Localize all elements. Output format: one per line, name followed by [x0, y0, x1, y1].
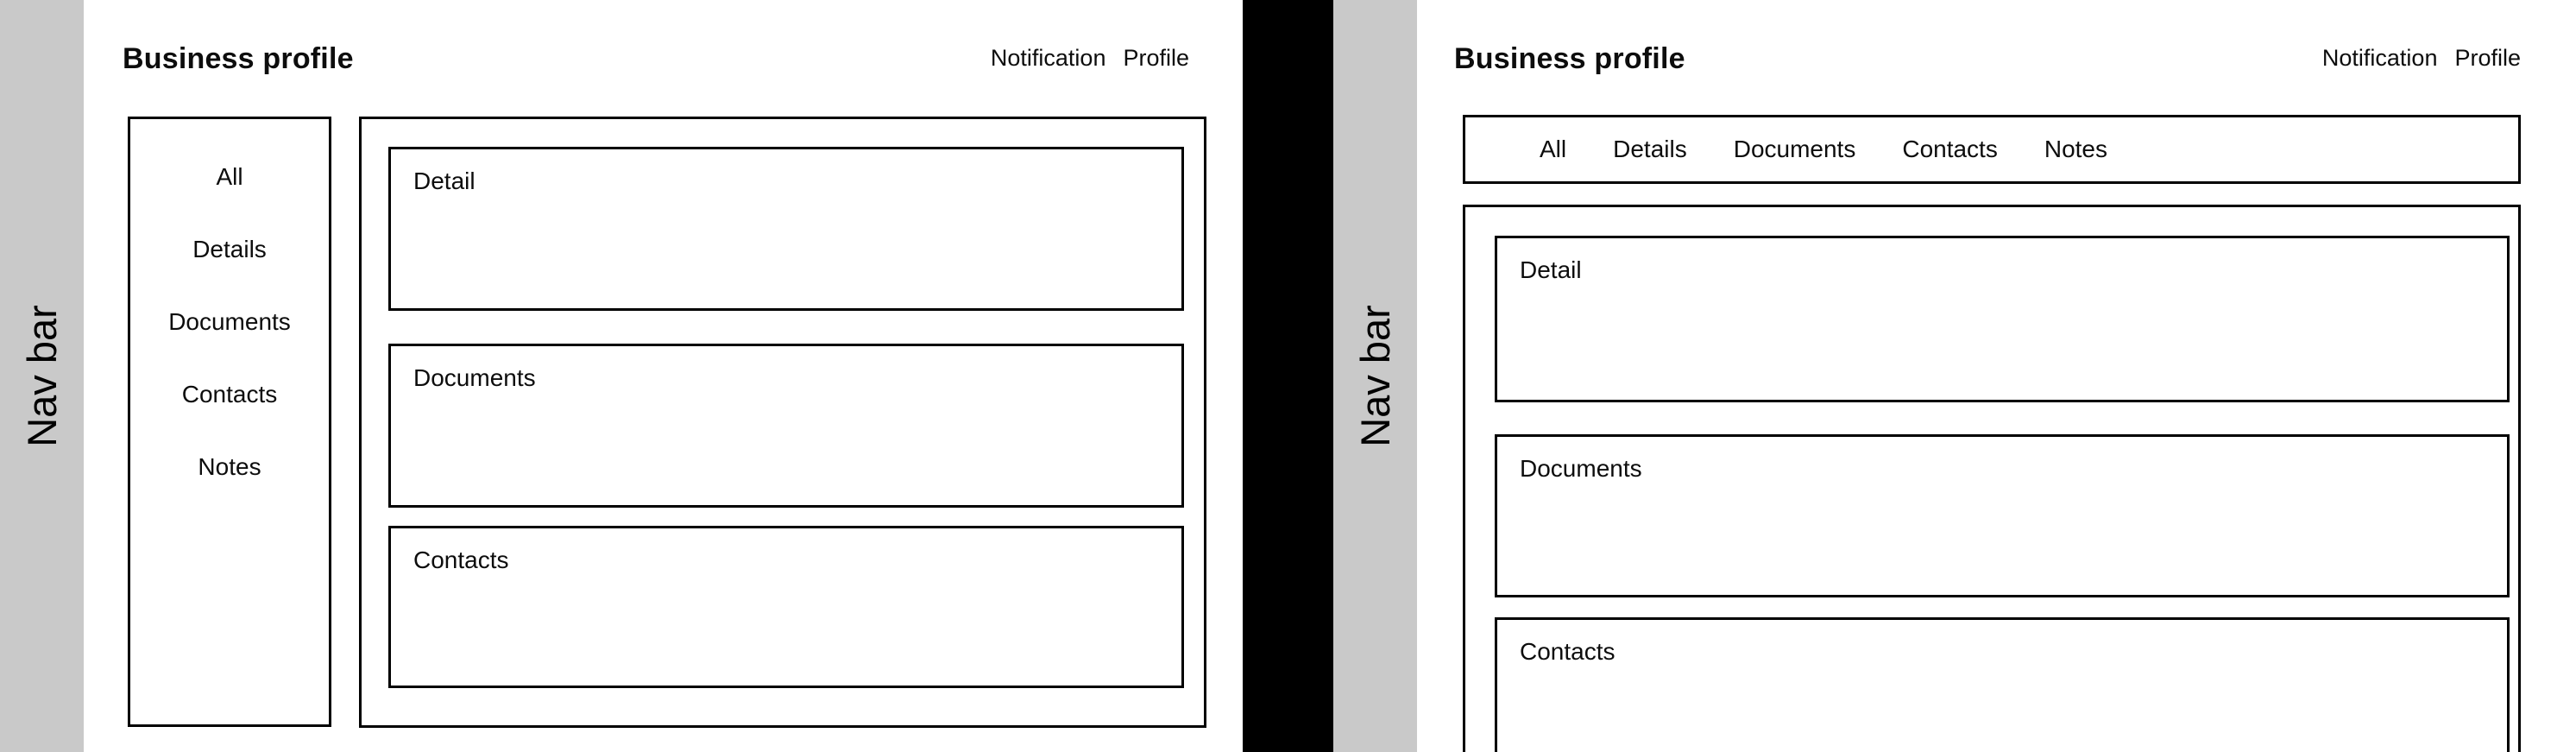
- documents-section: Documents: [1495, 434, 2510, 597]
- detail-section-label: Detail: [1520, 256, 1582, 283]
- documents-section-label: Documents: [1520, 455, 1642, 482]
- nav-bar-label: Nav bar: [19, 305, 66, 447]
- documents-section: Documents: [388, 344, 1184, 508]
- notification-link[interactable]: Notification: [990, 45, 1106, 71]
- contacts-section: Contacts: [1495, 617, 2510, 752]
- content-area: Detail Documents Contacts: [1463, 205, 2521, 752]
- page-title: Business profile: [123, 42, 354, 75]
- sidebar-item-contacts[interactable]: Contacts: [181, 381, 278, 408]
- header-links: Notification Profile: [2322, 46, 2521, 70]
- content-area: Detail Documents Contacts: [359, 117, 1206, 728]
- tab-details[interactable]: Details: [1613, 136, 1687, 162]
- contacts-section-label: Contacts: [1520, 638, 1616, 665]
- profile-link[interactable]: Profile: [1123, 45, 1189, 71]
- tab-notes[interactable]: Notes: [2044, 136, 2107, 162]
- tab-contacts[interactable]: Contacts: [1902, 136, 1998, 162]
- detail-section: Detail: [1495, 236, 2510, 402]
- sidebar-item-details[interactable]: Details: [192, 236, 267, 262]
- sidebar-item-documents[interactable]: Documents: [168, 308, 291, 335]
- tab-documents[interactable]: Documents: [1733, 136, 1856, 162]
- header-links: Notification Profile: [991, 46, 1189, 70]
- detail-section-label: Detail: [413, 167, 476, 194]
- contacts-section: Contacts: [388, 526, 1184, 688]
- detail-section: Detail: [388, 147, 1184, 311]
- page-title: Business profile: [1454, 42, 1685, 75]
- panel-divider: [1243, 0, 1333, 752]
- contacts-section-label: Contacts: [413, 547, 509, 573]
- nav-bar-strip: Nav bar: [1333, 0, 1417, 752]
- notification-link[interactable]: Notification: [2321, 45, 2438, 71]
- profile-link[interactable]: Profile: [2454, 45, 2521, 71]
- nav-bar-label: Nav bar: [1352, 305, 1399, 447]
- sidebar-item-all[interactable]: All: [216, 163, 243, 190]
- documents-section-label: Documents: [413, 364, 536, 391]
- sidebar-menu: All Details Documents Contacts Notes: [128, 117, 331, 727]
- tab-bar: All Details Documents Contacts Notes: [1463, 115, 2521, 184]
- tab-all[interactable]: All: [1540, 136, 1567, 162]
- nav-bar-strip: Nav bar: [0, 0, 84, 752]
- sidebar-item-notes[interactable]: Notes: [198, 453, 261, 480]
